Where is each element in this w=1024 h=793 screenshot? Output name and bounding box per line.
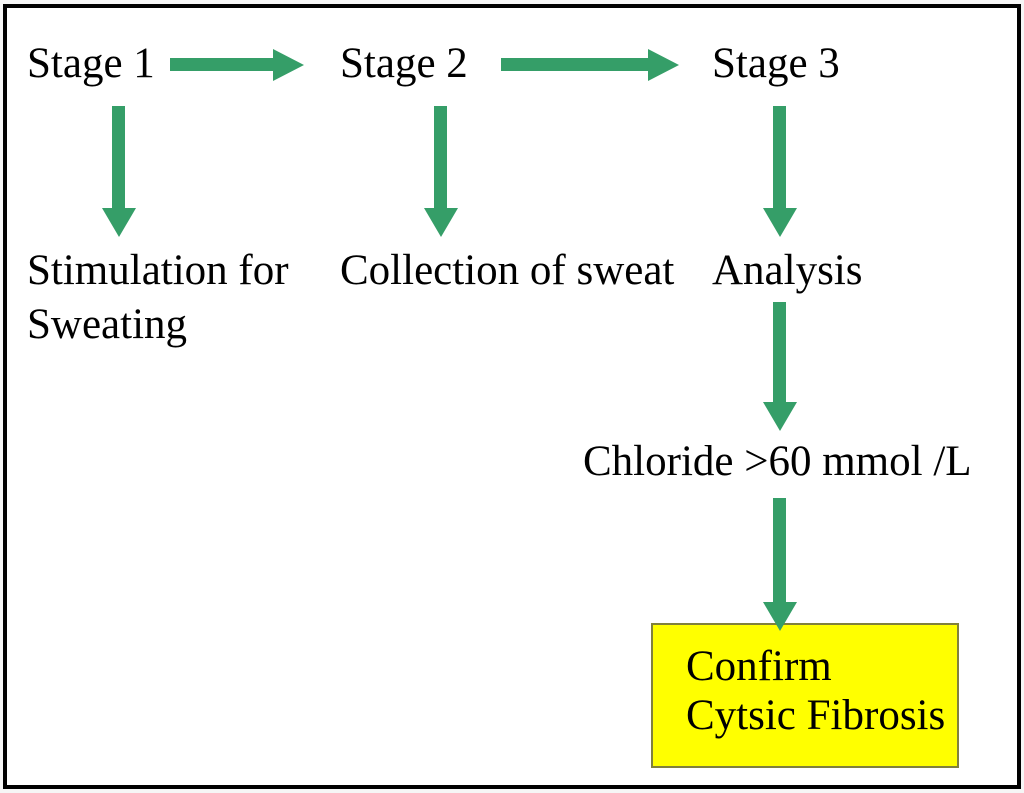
threshold-label: Chloride >60 mmol /L	[583, 438, 972, 485]
arrow-threshold-to-result	[773, 498, 786, 602]
arrow-stage2-to-stage3	[501, 58, 648, 71]
stage3-step: Analysis	[712, 247, 863, 294]
arrow-stage3-to-step	[773, 106, 786, 208]
result-line1: Confirm	[686, 643, 832, 690]
arrow-stage1-to-stage2	[170, 58, 273, 71]
stage1-step: Stimulation for Sweating	[27, 247, 289, 348]
arrow-analysis-to-threshold	[773, 302, 786, 402]
stage2-step: Collection of sweat	[340, 247, 675, 294]
result-box: Confirm Cytsic Fibrosis	[651, 623, 959, 768]
result-line2: Cytsic Fibrosis	[686, 692, 946, 739]
arrow-stage2-to-step	[434, 106, 447, 208]
arrow-stage1-to-step	[112, 106, 125, 208]
stage3-title: Stage 3	[712, 40, 840, 87]
stage2-title: Stage 2	[340, 40, 468, 87]
stage1-title: Stage 1	[27, 40, 155, 87]
